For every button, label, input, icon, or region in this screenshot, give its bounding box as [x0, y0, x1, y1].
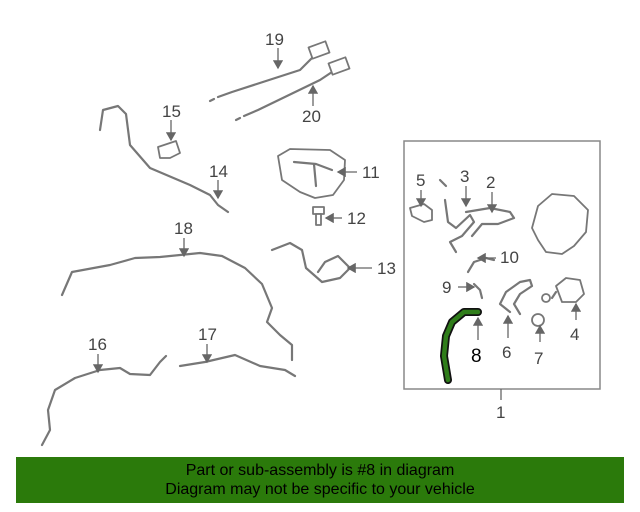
- part-ring[interactable]: [541, 293, 551, 303]
- callout-4: 4: [570, 325, 579, 344]
- part-screw[interactable]: [438, 178, 448, 188]
- part-5-connector[interactable]: [409, 203, 433, 223]
- part-6-hose[interactable]: [498, 278, 534, 316]
- part-20-sensor-cable[interactable]: [234, 56, 351, 122]
- part-10-hose[interactable]: [466, 256, 496, 274]
- callout-6: 6: [502, 343, 511, 362]
- part-15-clip[interactable]: [157, 140, 181, 159]
- callout-11: 11: [362, 163, 380, 182]
- callout-17: 17: [198, 325, 217, 344]
- callout-14: 14: [209, 162, 228, 181]
- part-19-sensor-cable[interactable]: [208, 40, 331, 103]
- callout-18: 18: [174, 219, 193, 238]
- part-3-bracket[interactable]: [443, 198, 476, 254]
- callout-1: 1: [496, 403, 505, 422]
- part-11-insulator[interactable]: [277, 148, 346, 199]
- callout-10: 10: [500, 248, 519, 267]
- callout-9: 9: [442, 278, 451, 297]
- part-13-tube[interactable]: [270, 241, 352, 284]
- leader-lines: [92, 48, 582, 400]
- callout-3: 3: [460, 167, 469, 186]
- callout-13: 13: [377, 259, 396, 278]
- part-17-pipe[interactable]: [178, 353, 297, 378]
- parts-diagram: 19 20 15 14 11 12 13 18 16 17 5 3 2 10 9…: [40, 30, 601, 447]
- part-4-valve[interactable]: [550, 277, 585, 303]
- part-18-pipe[interactable]: [60, 251, 294, 362]
- banner-line-2: Diagram may not be specific to your vehi…: [165, 481, 475, 498]
- callout-labels: 19 20 15 14 11 12 13 18 16 17 5 3 2 10 9…: [88, 30, 579, 422]
- part-9-hose[interactable]: [472, 282, 484, 300]
- canister[interactable]: [531, 193, 589, 255]
- part-1-assembly-box: [403, 140, 601, 390]
- callout-20: 20: [302, 107, 321, 126]
- banner-line-1: Part or sub-assembly is #8 in diagram: [185, 462, 455, 479]
- callout-2: 2: [486, 173, 495, 192]
- notice-banner: Part or sub-assembly is #8 in diagram Di…: [16, 457, 624, 503]
- callout-15: 15: [162, 102, 181, 121]
- part-7-clip[interactable]: [531, 313, 545, 327]
- callout-16: 16: [88, 335, 107, 354]
- part-8-hose-highlighted[interactable]: [440, 308, 482, 384]
- callout-5: 5: [416, 171, 425, 190]
- callout-7: 7: [534, 349, 543, 368]
- part-12-bolt[interactable]: [312, 206, 325, 226]
- part-16-pipe[interactable]: [40, 354, 168, 447]
- callout-12: 12: [347, 209, 366, 228]
- callout-19: 19: [265, 30, 284, 49]
- part-14-pipe[interactable]: [98, 104, 230, 214]
- callout-8: 8: [471, 346, 482, 367]
